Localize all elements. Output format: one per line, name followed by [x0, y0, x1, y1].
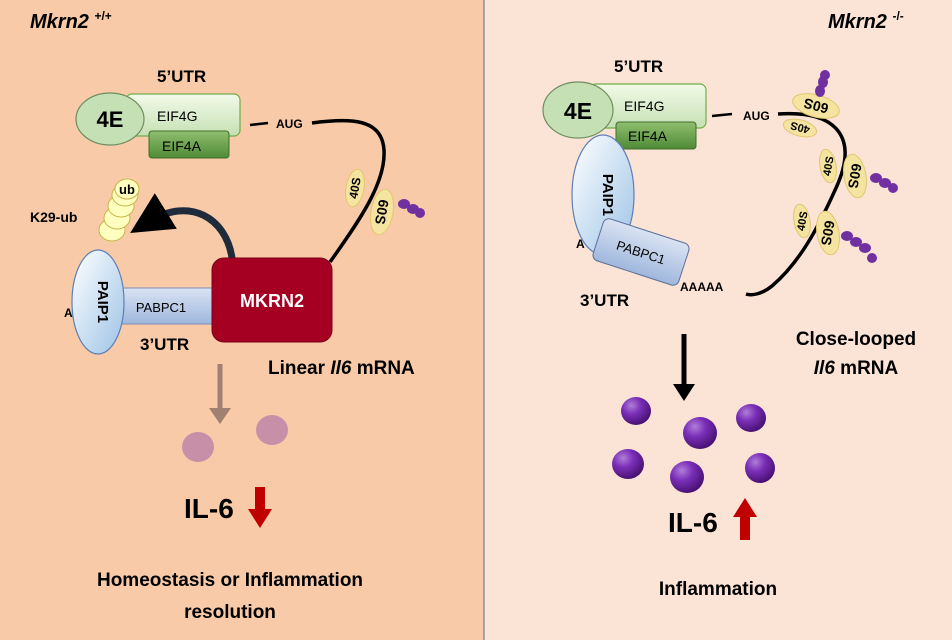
left-paip1-oval	[71, 249, 125, 355]
left-eif4a-label: EIF4A	[162, 138, 202, 154]
right-panel: Mkrn2 -/- 5’UTR EIF4G EIF4A PAIP1 4E AUG…	[485, 0, 952, 640]
right-genotype: Mkrn2	[828, 11, 887, 33]
right-cytokine-dot	[736, 404, 766, 432]
right-eif4a-box	[615, 121, 697, 150]
left-pabpc1-label: PABPC1	[136, 300, 186, 315]
left-mrna-gene: Il6	[330, 358, 352, 379]
left-genotype: Mkrn2	[30, 11, 89, 33]
right-output-arrow	[673, 334, 695, 401]
left-cap-4e-label: 4E	[97, 107, 124, 132]
left-il6-down-arrow	[248, 487, 272, 528]
left-cytokine-dot	[182, 432, 214, 462]
left-ribosome-60s	[369, 188, 395, 236]
left-outcome-line1: Homeostasis or Inflammation	[97, 570, 363, 591]
right-cytokine-dot	[621, 397, 651, 425]
right-il6-label: IL-6	[668, 507, 718, 538]
right-ribosome-40s-label: 40S	[821, 155, 836, 176]
left-nascent-peptide	[398, 199, 425, 218]
left-mkrn2-label: MKRN2	[240, 291, 304, 311]
right-cytokine-dot	[683, 417, 717, 449]
left-ribosome-60s-label: 60S	[372, 198, 392, 225]
left-poly-a: A	[64, 306, 73, 320]
right-3utr-label: 3’UTR	[580, 291, 629, 310]
left-mkrn2-box	[211, 257, 333, 343]
right-outcome-label: Inflammation	[659, 579, 777, 600]
left-mrna-type-label: Linear Il6 mRNA	[268, 358, 415, 379]
right-cytokine-dot	[612, 449, 644, 479]
left-ribosome-40s-label: 40S	[346, 176, 363, 199]
right-nascent-peptide	[841, 231, 877, 263]
left-genotype-label: Mkrn2 +/+	[30, 9, 112, 33]
right-mrna-type-line1: Close-looped	[796, 329, 916, 350]
left-outcome-line2: resolution	[184, 602, 276, 623]
left-paip1-label: PAIP1	[94, 281, 111, 323]
left-ribosome: 60S 40S	[345, 168, 425, 236]
left-panel: Mkrn2 +/+ 5’UTR EIF4G EIF4A 4E AUG 60S 4…	[0, 0, 485, 640]
left-ub-label: ub	[119, 182, 135, 197]
right-cytokine-dot	[670, 461, 704, 493]
left-genotype-superscript: +/+	[94, 9, 111, 23]
left-ubiquitin-chain	[98, 178, 140, 242]
right-eif4a-label: EIF4A	[628, 128, 668, 144]
right-5utr-label: 5’UTR	[614, 57, 663, 76]
left-mrna-type-prefix: Linear	[268, 358, 330, 379]
right-ribosome-40s-label: 40S	[795, 210, 810, 231]
right-mrna-type-line2: Il6 mRNA	[814, 358, 899, 379]
left-3utr-label: 3’UTR	[140, 335, 189, 354]
left-cap-4e	[75, 92, 145, 146]
right-ribosome-60s-label: 60S	[802, 95, 830, 117]
left-linear-mrna	[311, 118, 386, 264]
left-aug-label: AUG	[276, 117, 303, 131]
right-poly-a-tail: AAAAA	[680, 280, 724, 294]
right-cap-4e	[542, 81, 614, 139]
left-5utr-label: 5’UTR	[157, 67, 206, 86]
right-aug-label: AUG	[743, 109, 770, 123]
left-eif4a-box	[148, 130, 230, 159]
left-ubiquitination-arrow	[130, 193, 236, 259]
left-il6-label: IL-6	[184, 493, 234, 524]
left-mrna-dash	[249, 121, 269, 127]
right-cytokine-dot	[745, 453, 775, 483]
right-eif4g-label: EIF4G	[624, 98, 664, 114]
right-ribosome-60s-label: 60S	[845, 162, 865, 189]
left-eif4g-label: EIF4G	[157, 108, 197, 124]
right-genotype-superscript: -/-	[892, 9, 903, 23]
right-ribosome: 60S 40S	[793, 203, 877, 263]
right-cap-4e-label: 4E	[564, 98, 592, 124]
left-cytokine-dot	[256, 415, 288, 445]
left-ribosome-40s	[345, 168, 365, 208]
right-mrna-dash	[711, 112, 733, 118]
right-il6-up-arrow	[733, 498, 757, 540]
left-output-arrow	[209, 364, 231, 424]
left-k29-ub-label: K29-ub	[30, 209, 77, 225]
right-nascent-peptide	[870, 173, 898, 193]
left-mrna-type-suffix: mRNA	[351, 358, 415, 379]
right-ribosome: 60S 40S	[819, 148, 898, 199]
right-nascent-peptide	[815, 70, 830, 97]
right-paip1-label: PAIP1	[599, 174, 616, 216]
right-mrna-type-suffix: mRNA	[835, 358, 899, 379]
right-mrna-gene: Il6	[814, 358, 836, 379]
right-poly-a-short: A	[576, 237, 585, 251]
right-ribosome-60s-label: 60S	[818, 219, 838, 246]
right-ribosome: 60S 40S	[782, 70, 840, 138]
right-ribosome-40s-label: 40S	[789, 119, 811, 136]
right-genotype-label: Mkrn2 -/-	[828, 9, 904, 33]
right-pabpc1-box	[592, 218, 690, 286]
